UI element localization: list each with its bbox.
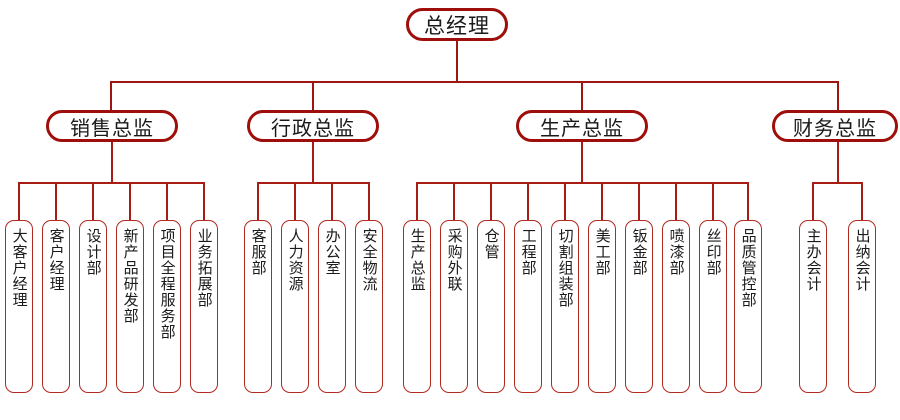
- node-label: 总经理: [424, 13, 490, 38]
- node-label: 美工部: [593, 228, 612, 276]
- node-leaf-sales-3[interactable]: 新产品研发部: [116, 220, 144, 393]
- node-leaf-production-3[interactable]: 工程部: [514, 220, 542, 393]
- connector-main-bus: [110, 81, 839, 83]
- connector-sales-child-drop: [166, 182, 168, 221]
- connector-production-child-drop: [416, 182, 418, 221]
- connector-admin-child-drop: [368, 182, 370, 221]
- connector-sales-child-drop: [55, 182, 57, 221]
- connector-production-child-drop: [453, 182, 455, 221]
- node-label: 设计部: [84, 228, 103, 276]
- node-leaf-sales-4[interactable]: 项目全程服务部: [153, 220, 181, 393]
- node-leaf-admin-2[interactable]: 办公室: [318, 220, 346, 393]
- node-label: 生产总监: [408, 228, 427, 292]
- node-leaf-finance-1[interactable]: 出纳会计: [848, 220, 876, 393]
- connector-sales-child-drop: [203, 182, 205, 221]
- connector-production-child-drop: [564, 182, 566, 221]
- connector-production-bus: [416, 182, 748, 184]
- node-director-sales[interactable]: 销售总监: [46, 110, 178, 142]
- node-label: 行政总监: [271, 115, 355, 140]
- node-label: 办公室: [323, 228, 342, 276]
- node-director-finance[interactable]: 财务总监: [772, 110, 898, 142]
- connector-drop-sales: [110, 81, 112, 110]
- connector-drop-admin: [312, 81, 314, 110]
- connector-admin-child-drop: [294, 182, 296, 221]
- node-label: 人力资源: [286, 228, 305, 292]
- connector-production-child-drop: [490, 182, 492, 221]
- connector-finance-bus: [812, 182, 863, 184]
- node-label: 切割组装部: [556, 228, 575, 308]
- node-leaf-sales-2[interactable]: 设计部: [79, 220, 107, 393]
- connector-admin-child-drop: [257, 182, 259, 221]
- node-label: 生产总监: [540, 115, 624, 140]
- node-leaf-admin-0[interactable]: 客服部: [244, 220, 272, 393]
- connector-production-child-drop: [638, 182, 640, 221]
- node-leaf-production-4[interactable]: 切割组装部: [551, 220, 579, 393]
- node-leaf-production-0[interactable]: 生产总监: [403, 220, 431, 393]
- connector-production-child-drop: [675, 182, 677, 221]
- connector-admin-bus: [257, 182, 369, 184]
- node-label: 采购外联: [445, 228, 464, 292]
- node-leaf-production-9[interactable]: 品质管控部: [734, 220, 762, 393]
- node-label: 业务拓展部: [195, 228, 214, 308]
- connector-sales-child-drop: [18, 182, 20, 221]
- connector-drop-production: [581, 81, 583, 110]
- node-label: 新产品研发部: [121, 228, 140, 324]
- node-director-admin[interactable]: 行政总监: [247, 110, 379, 142]
- node-label: 项目全程服务部: [158, 228, 177, 340]
- node-root-general-manager[interactable]: 总经理: [406, 8, 508, 41]
- connector-production-child-drop: [712, 182, 714, 221]
- connector-finance-child-drop: [861, 182, 863, 221]
- node-label: 工程部: [519, 228, 538, 276]
- node-label: 财务总监: [793, 115, 877, 140]
- node-leaf-admin-3[interactable]: 安全物流: [355, 220, 383, 393]
- node-leaf-production-2[interactable]: 仓管: [477, 220, 505, 393]
- node-leaf-production-7[interactable]: 喷漆部: [662, 220, 690, 393]
- node-label: 仓管: [482, 228, 501, 260]
- node-label: 安全物流: [360, 228, 379, 292]
- connector-sales-stem: [111, 142, 113, 183]
- node-label: 喷漆部: [667, 228, 686, 276]
- connector-finance-child-drop: [812, 182, 814, 221]
- node-director-production[interactable]: 生产总监: [516, 110, 648, 142]
- connector-production-stem: [581, 142, 583, 183]
- node-label: 钣金部: [630, 228, 649, 276]
- connector-sales-child-drop: [129, 182, 131, 221]
- node-leaf-admin-1[interactable]: 人力资源: [281, 220, 309, 393]
- node-label: 丝印部: [704, 228, 723, 276]
- connector-admin-child-drop: [331, 182, 333, 221]
- node-leaf-production-1[interactable]: 采购外联: [440, 220, 468, 393]
- connector-admin-stem: [312, 142, 314, 183]
- node-label: 品质管控部: [739, 228, 758, 308]
- node-leaf-finance-0[interactable]: 主办会计: [799, 220, 827, 393]
- node-label: 销售总监: [70, 115, 154, 140]
- node-leaf-production-5[interactable]: 美工部: [588, 220, 616, 393]
- connector-drop-finance: [837, 81, 839, 110]
- connector-production-child-drop: [527, 182, 529, 221]
- node-leaf-production-6[interactable]: 钣金部: [625, 220, 653, 393]
- node-label: 客户经理: [47, 228, 66, 292]
- connector-production-child-drop: [747, 182, 749, 221]
- node-label: 客服部: [249, 228, 268, 276]
- connector-sales-bus: [18, 182, 204, 184]
- connector-finance-stem: [837, 142, 839, 183]
- node-label: 主办会计: [804, 228, 823, 292]
- node-leaf-production-8[interactable]: 丝印部: [699, 220, 727, 393]
- node-label: 大客户经理: [10, 228, 29, 308]
- connector-production-child-drop: [601, 182, 603, 221]
- connector-sales-child-drop: [92, 182, 94, 221]
- node-label: 出纳会计: [853, 228, 872, 292]
- node-leaf-sales-1[interactable]: 客户经理: [42, 220, 70, 393]
- node-leaf-sales-5[interactable]: 业务拓展部: [190, 220, 218, 393]
- node-leaf-sales-0[interactable]: 大客户经理: [5, 220, 33, 393]
- connector-root-stem: [456, 41, 458, 82]
